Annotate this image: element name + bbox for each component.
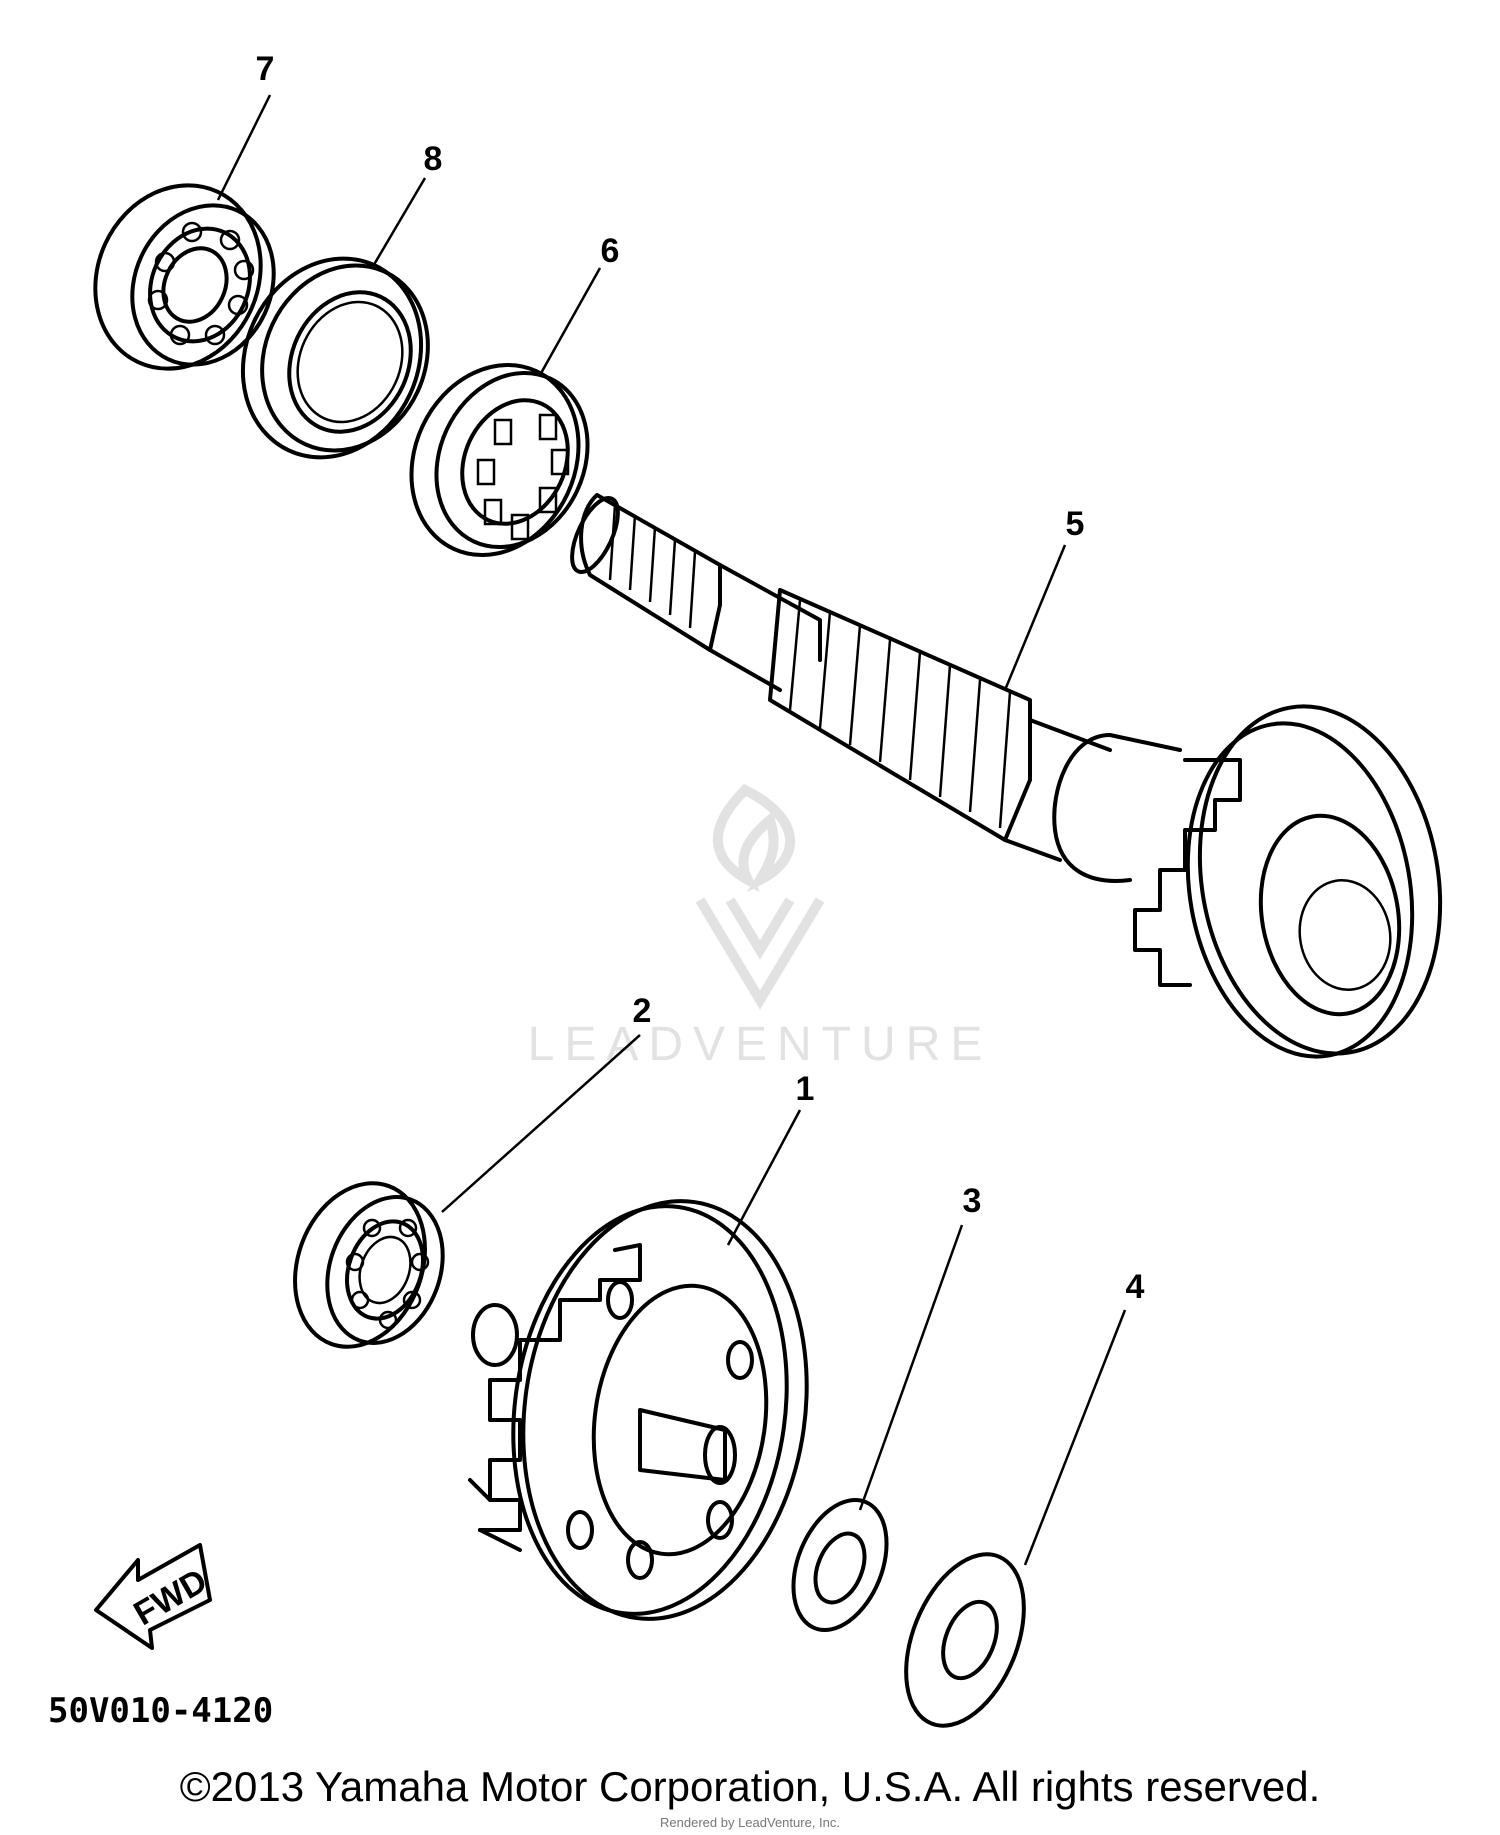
- callout-7: 7: [256, 50, 275, 88]
- fwd-arrow-icon: FWD: [94, 1543, 214, 1650]
- copyright-notice: ©2013 Yamaha Motor Corporation, U.S.A. A…: [179, 1763, 1321, 1810]
- callout-5: 5: [1066, 505, 1085, 543]
- part-8-oil-seal: [240, 256, 430, 460]
- callout-4: 4: [1126, 1268, 1145, 1306]
- callout-6: 6: [601, 232, 620, 270]
- part-6-roller-bearing: [409, 362, 590, 558]
- diagram-code: 50V010-4120: [48, 1691, 273, 1731]
- callout-3: 3: [963, 1182, 982, 1220]
- fwd-label: FWD: [127, 1562, 213, 1634]
- callout-1: 1: [796, 1070, 815, 1108]
- part-4-washer: [904, 1552, 1026, 1728]
- part-7-bearing: [93, 183, 276, 371]
- callouts: 7 8 6 5 2 1 3 4: [256, 50, 1145, 1306]
- part-1-gear-assembly: [468, 1199, 809, 1621]
- part-3-washer: [791, 1498, 889, 1632]
- part-2-bearing: [293, 1181, 445, 1349]
- callout-8: 8: [424, 140, 443, 178]
- watermark-text: LEADVENTURE: [528, 1018, 993, 1071]
- callout-2: 2: [633, 992, 652, 1030]
- leader-lines: [216, 94, 1127, 1566]
- part-5-shaft-gear: [570, 493, 1443, 1059]
- render-credit: Rendered by LeadVenture, Inc.: [660, 1815, 840, 1830]
- leadventure-watermark: LEADVENTURE: [528, 783, 993, 1071]
